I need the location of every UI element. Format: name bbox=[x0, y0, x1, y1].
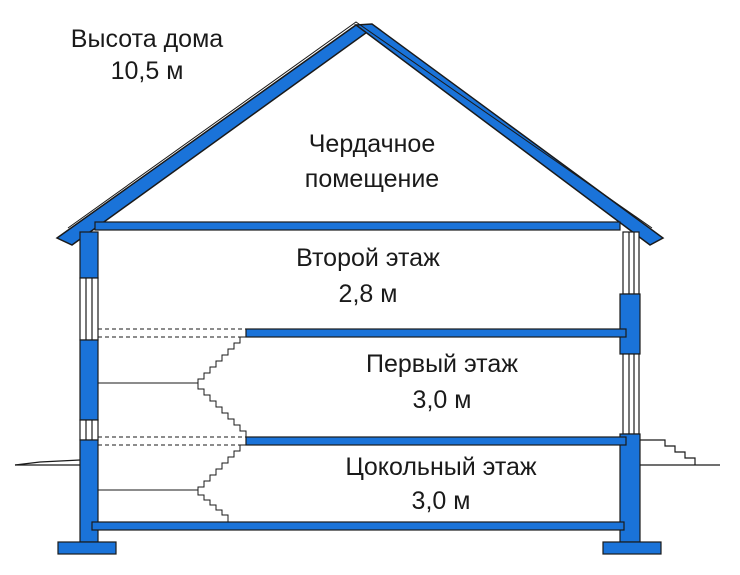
second-floor-slab bbox=[245, 328, 627, 338]
house-height-title: Высота дома bbox=[71, 25, 223, 53]
first-floor-slab bbox=[245, 436, 627, 446]
basement-floor-slab bbox=[91, 521, 625, 531]
first-floor-height: 3,0 м bbox=[413, 386, 472, 414]
staircase-upper bbox=[98, 336, 247, 437]
right-footing bbox=[602, 541, 662, 555]
attic-label-line1: Чердачное bbox=[309, 130, 435, 158]
stair-openings bbox=[98, 328, 246, 446]
roof-right-slope bbox=[353, 23, 665, 246]
roof bbox=[55, 21, 665, 246]
attic-label-line2: помещение bbox=[305, 165, 439, 193]
ground-line bbox=[14, 439, 720, 466]
second-floor-height: 2,8 м bbox=[339, 280, 398, 308]
basement-height: 3,0 м bbox=[412, 487, 471, 515]
first-floor-name: Первый этаж bbox=[366, 350, 518, 378]
basement-name: Цокольный этаж bbox=[345, 453, 537, 481]
left-wall bbox=[79, 231, 99, 543]
house-height-value: 10,5 м bbox=[111, 57, 184, 85]
right-wall bbox=[619, 231, 641, 543]
second-floor-name: Второй этаж bbox=[296, 244, 440, 272]
left-footing bbox=[57, 541, 117, 555]
attic-floor-slab bbox=[94, 221, 621, 231]
staircase-lower bbox=[98, 444, 246, 522]
